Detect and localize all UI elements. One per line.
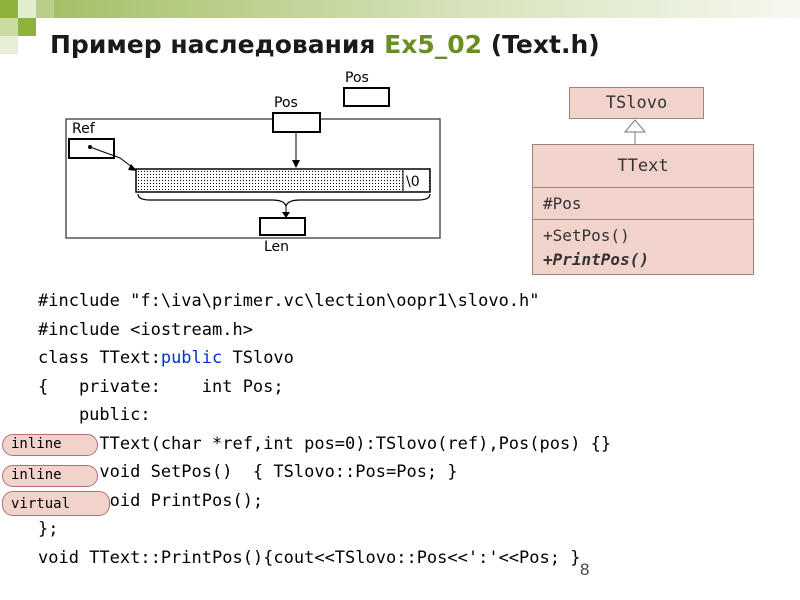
code-line: public: — [38, 405, 151, 425]
page-number: 8 — [580, 560, 590, 579]
uml-methods: +SetPos() +PrintPos() — [532, 219, 754, 275]
decor-square — [0, 18, 18, 36]
memory-frame — [65, 118, 441, 239]
decor-square — [18, 18, 36, 36]
code-line: }; — [38, 519, 59, 539]
slide-title: Пример наследования Ex5_02 (Text.h) — [50, 30, 600, 59]
code-listing: #include "f:\iva\primer.vc\lection\oopr1… — [38, 287, 611, 572]
decor-square — [0, 0, 18, 18]
uml-attributes: #Pos — [532, 187, 754, 220]
pos-mid-box — [272, 112, 321, 133]
title-gradient-bar — [54, 0, 800, 18]
length-brace — [137, 193, 431, 208]
ref-arrow-head — [128, 164, 137, 171]
pos-top-box — [343, 87, 390, 107]
terminator-cell — [404, 171, 429, 190]
code-line: #include <iostream.h> — [38, 319, 253, 340]
inline-label: inline — [2, 434, 98, 456]
uml-method-printpos: +PrintPos() — [543, 250, 649, 269]
code-line: class TText:public TSlovo — [38, 348, 294, 368]
pos-arrow-head — [292, 160, 300, 168]
decor-square — [40, 18, 56, 32]
code-line: void SetPos() { TSlovo::Pos=Pos; } — [38, 462, 458, 482]
code-line: TText(char *ref,int pos=0):TSlovo(ref),P… — [38, 433, 612, 454]
pos-mid-label: Pos — [274, 95, 298, 111]
inline-label: inline — [2, 465, 98, 487]
len-arrow-head — [282, 212, 290, 218]
decor-square — [18, 0, 36, 18]
code-line: #include "f:\iva\primer.vc\lection\oopr1… — [38, 291, 540, 311]
ref-label: Ref — [72, 121, 96, 137]
terminator-label: \0 — [406, 174, 420, 190]
code-line: void TText::PrintPos(){cout<<TSlovo::Pos… — [38, 547, 581, 568]
decor-square — [0, 36, 18, 54]
len-box — [259, 217, 306, 236]
decor-square — [36, 0, 54, 18]
string-buffer — [135, 168, 431, 193]
keyword-public: public — [160, 348, 223, 368]
uml-method-setpos: +SetPos() — [543, 226, 630, 245]
virtual-label: virtual — [2, 491, 110, 516]
code-line: { private: int Pos; — [38, 376, 284, 397]
pos-top-label: Pos — [345, 70, 369, 86]
inheritance-arrow — [623, 119, 647, 144]
code-line: void PrintPos(); — [38, 490, 264, 511]
uml-derived-class: TText — [532, 144, 754, 188]
uml-base-class: TSlovo — [569, 87, 704, 119]
example-id: Ex5_02 — [384, 30, 483, 59]
len-label: Len — [264, 239, 289, 255]
ref-box — [68, 138, 115, 159]
